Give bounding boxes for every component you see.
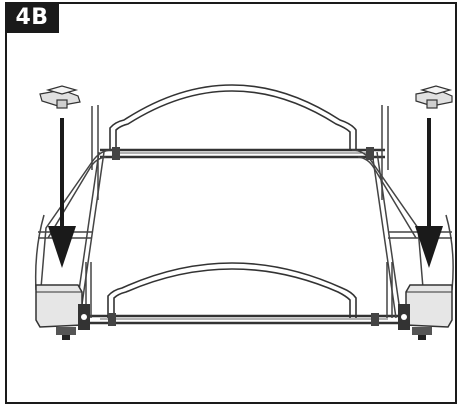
right-foot-block (398, 284, 453, 340)
step-label: 4B (5, 2, 59, 33)
right-side-frame (351, 105, 454, 319)
left-foot-block (35, 284, 90, 340)
lower-arch-handle (107, 262, 357, 318)
right-clip-part (415, 85, 453, 109)
upper-arch-handle (109, 84, 357, 150)
instruction-frame (5, 2, 457, 404)
upper-shelf (100, 84, 385, 160)
lower-shelf (85, 262, 400, 326)
right-down-arrow-icon (415, 118, 443, 268)
left-clip-part (39, 85, 81, 109)
left-down-arrow-icon (48, 118, 76, 268)
